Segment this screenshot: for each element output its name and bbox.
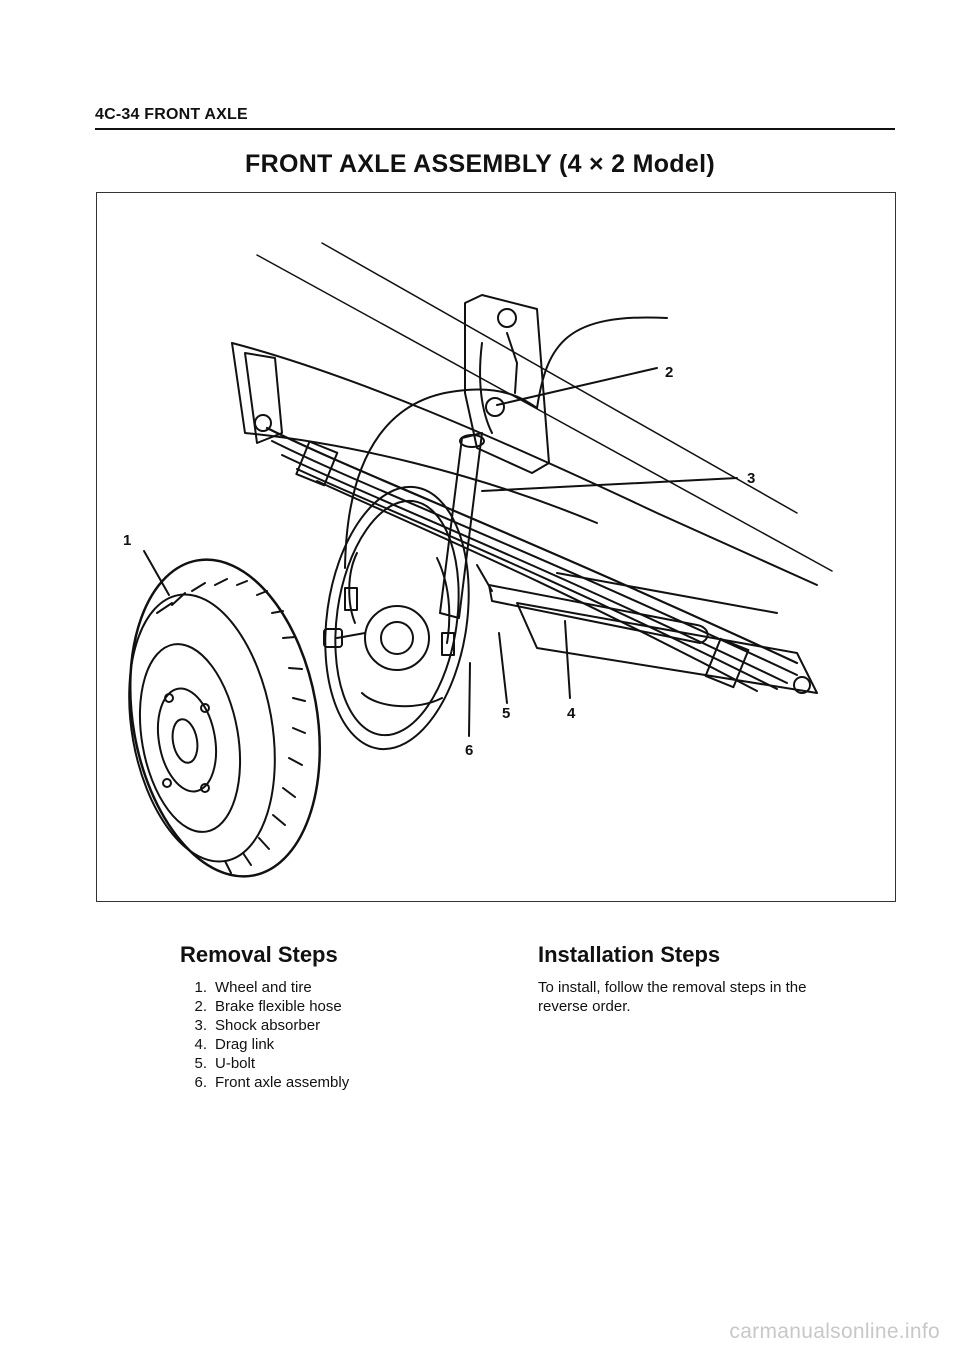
callout-3: 3 [747, 470, 755, 487]
callout-4: 4 [567, 705, 576, 722]
step-number: 1. [194, 979, 207, 996]
step-number: 4. [194, 1036, 207, 1053]
removal-steps-heading: Removal Steps [180, 942, 338, 967]
step-text: Drag link [215, 1036, 275, 1053]
watermark: carmanualsonline.info [729, 1320, 940, 1343]
removal-steps-list: 1. Wheel and tire 2. Brake flexible hose 3… [180, 978, 349, 1092]
page-title: FRONT AXLE ASSEMBLY (4 × 2 Model) [245, 150, 715, 178]
list-item: 1. Wheel and tire [180, 978, 349, 997]
step-number: 2. [194, 998, 207, 1015]
axle-assembly-figure: 1 2 3 4 5 6 [96, 192, 896, 902]
list-item: 2. Brake flexible hose [180, 997, 349, 1016]
step-text: Front axle assembly [215, 1074, 350, 1091]
step-number: 5. [194, 1055, 207, 1072]
installation-steps-section: Installation Steps To install, follow th… [538, 942, 858, 1016]
callout-5: 5 [502, 705, 510, 722]
step-text: U-bolt [215, 1055, 256, 1072]
callout-1: 1 [123, 532, 131, 549]
list-item: 3. Shock absorber [180, 1016, 349, 1035]
step-text: Wheel and tire [215, 979, 312, 996]
removal-steps-section: Removal Steps 1. Wheel and tire 2. Brake f… [180, 942, 349, 1092]
header-rule [95, 128, 895, 130]
step-number: 6. [194, 1074, 207, 1091]
list-item: 4. Drag link [180, 1035, 349, 1054]
callout-2: 2 [665, 364, 673, 381]
installation-steps-heading: Installation Steps [538, 942, 721, 967]
callout-6: 6 [465, 742, 473, 759]
step-text: Brake flexible hose [215, 998, 342, 1015]
list-item: 5. U-bolt [180, 1054, 349, 1073]
axle-illustration: 1 2 3 4 5 6 [123, 242, 833, 878]
step-text: Shock absorber [215, 1017, 321, 1034]
list-item: 6. Front axle assembly [180, 1073, 349, 1092]
step-number: 3. [194, 1017, 207, 1034]
installation-text: To install, follow the removal steps in … [538, 979, 807, 1015]
section-header: 4C-34 FRONT AXLE [95, 106, 248, 123]
